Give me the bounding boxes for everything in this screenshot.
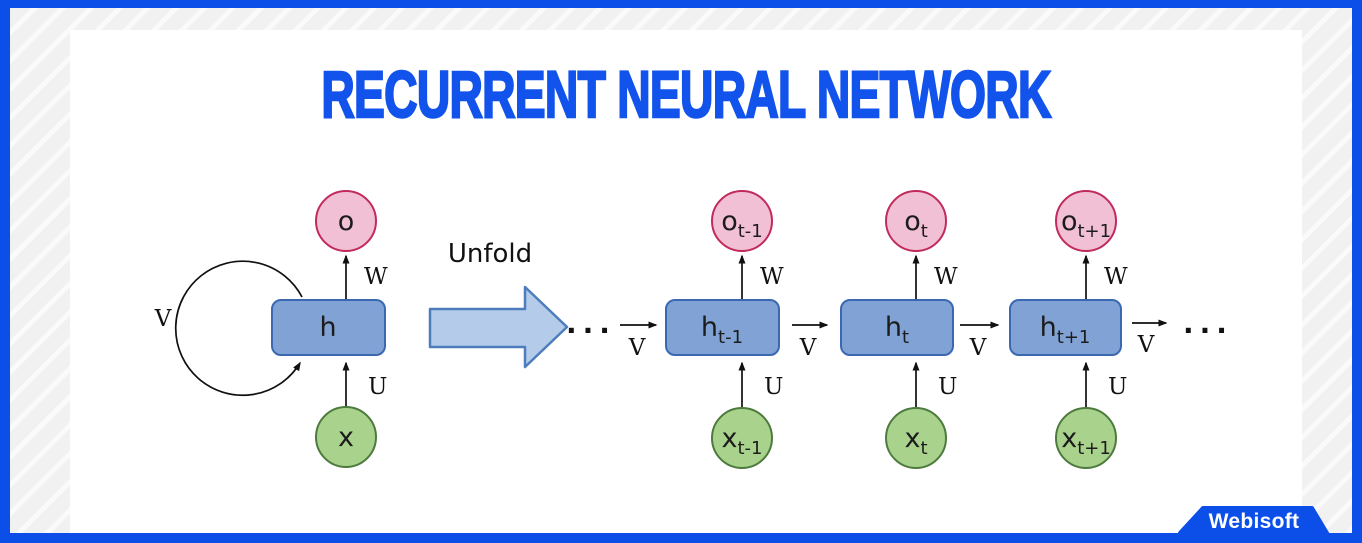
output-node (315, 190, 377, 252)
u-weight-label: U (1108, 374, 1127, 400)
input-node (885, 407, 947, 469)
output-node-label: ot+1 (1061, 206, 1111, 242)
output-node (885, 190, 947, 252)
v-weight-label: V (1137, 332, 1155, 358)
input-node-label: x (338, 422, 354, 453)
hidden-node-label: ht-1 (701, 312, 743, 348)
input-node (315, 406, 377, 468)
input-node-label: xt-1 (722, 423, 763, 459)
w-weight-label: W (760, 264, 784, 290)
v-weight-label: V (969, 335, 987, 361)
ellipsis-right: ... (1183, 307, 1233, 340)
v-weight-label-pre: V (628, 335, 646, 361)
hidden-node (1009, 299, 1122, 356)
input-node (711, 407, 773, 469)
hidden-node-label: ht (885, 312, 909, 348)
content-card: RECURRENT NEURAL NETWORK V W U o (70, 30, 1302, 533)
hidden-node-label: h (319, 312, 336, 343)
brand-name: Webisoft (1209, 510, 1300, 533)
ellipsis-left: ... (566, 307, 616, 340)
badge-base (1150, 533, 1362, 543)
w-weight-label: W (1104, 264, 1128, 290)
input-node-label: xt+1 (1061, 423, 1111, 459)
recurrent-loop-arrow (174, 260, 303, 397)
unfold-label: Unfold (448, 239, 532, 269)
u-weight-label: U (938, 374, 957, 400)
u-weight-label: U (368, 374, 387, 400)
unfolded-column-t-minus-1: ot-1 W ht-1 U xt-1 V (665, 190, 829, 469)
unfold-block-arrow-icon (428, 285, 569, 369)
u-weight-label: U (764, 374, 783, 400)
output-node (1055, 190, 1117, 252)
hidden-node-label: ht+1 (1040, 312, 1091, 348)
v-weight-label: V (799, 335, 817, 361)
brand-badge: Webisoft (1150, 506, 1362, 543)
input-node-label: xt (904, 423, 927, 459)
unfolded-column-t-plus-1: ot+1 W ht+1 U xt+1 V (1009, 190, 1168, 469)
rnn-diagram: V W U o h x Unfold (154, 190, 1233, 469)
output-node-label: o (338, 206, 355, 237)
w-weight-label: W (364, 264, 388, 290)
output-node-label: ot-1 (721, 206, 763, 242)
hidden-node (840, 299, 954, 356)
output-node (711, 190, 773, 252)
unfold-section: Unfold (428, 239, 569, 369)
unfolded-column-t: ot W ht U xt V (840, 190, 1000, 469)
hidden-node (271, 299, 386, 356)
hidden-node (665, 299, 780, 356)
page-title: RECURRENT NEURAL NETWORK (321, 56, 1053, 132)
w-weight-label: W (934, 264, 958, 290)
input-node (1055, 407, 1117, 469)
v-weight-label: V (154, 306, 172, 332)
output-node-label: ot (904, 206, 928, 242)
folded-unit: V W U o h x (154, 190, 388, 468)
